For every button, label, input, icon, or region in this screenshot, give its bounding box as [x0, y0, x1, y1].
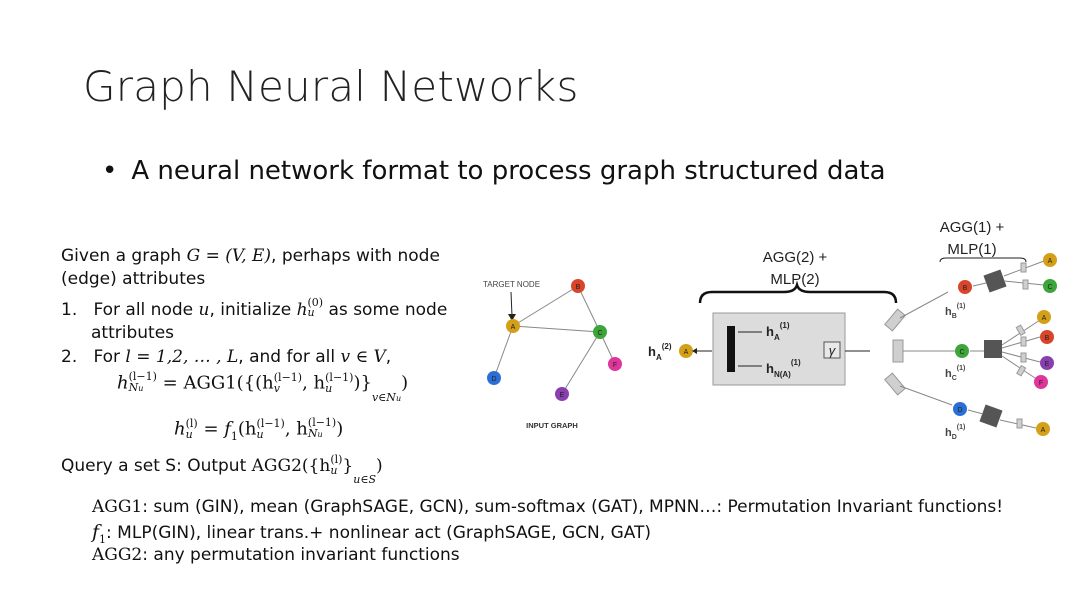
agg-square-b [983, 269, 1007, 293]
box-hn1-label: hN(A)(1) [766, 358, 801, 379]
hc1-label: hC(1) [945, 365, 965, 382]
step-1-cont: attributes [91, 323, 175, 343]
graph-node-f-label: F [613, 362, 617, 369]
input-graph-label: INPUT GRAPH [526, 421, 578, 430]
l1-node-b-label: B [963, 285, 968, 292]
query-line: Query a set S: Output AGG2({h(l)u}u∈S) [61, 453, 383, 486]
agg2-brace [698, 280, 898, 304]
equation-update: h(l)u = f1(h(l−1)u, h(l−1)Nu) [174, 416, 344, 443]
agg1-label-line1: AGG(1) + [940, 219, 1005, 236]
agg-square-c [984, 340, 1002, 358]
l1-node-d [953, 402, 967, 416]
agg-square-d [979, 404, 1003, 428]
given-graph-line-2: (edge) attributes [61, 269, 206, 289]
l1-c-neighbor-f: F [1039, 380, 1043, 387]
l1-c-neighbor-a: A [1042, 315, 1047, 322]
l1-b-neighbor-a: A [1048, 258, 1053, 265]
weight-blocks-level2 [884, 291, 955, 406]
l1-node-c-label: C [959, 349, 964, 356]
graph-node-e-label: E [560, 392, 565, 399]
graph-node-c [593, 325, 607, 339]
note-agg2: AGG2: any permutation invariant function… [92, 545, 460, 565]
graph-node-c-label: C [597, 330, 602, 337]
graph-node-e [555, 387, 569, 401]
step-1: 1. For all node u, initialize h(0)u as s… [61, 296, 448, 320]
graph-node-a-label: A [511, 324, 516, 331]
output-node-a-label: A [684, 349, 689, 356]
l1-c-neighbor-e: E [1045, 361, 1050, 368]
target-arrow-head [508, 314, 516, 321]
bullet-point: • A neural network format to process grap… [102, 156, 886, 186]
gamma-symbol: γ [829, 343, 837, 358]
l1-node-c [955, 344, 969, 358]
l1-node-b [958, 280, 972, 294]
equation-aggregate: h(l−1)Nu = AGG1({(h(l−1)v, h(l−1)u)}v∈Nu… [117, 370, 409, 404]
bullet-text: A neural network format to process graph… [131, 156, 886, 186]
box-ha1-label: hA(1) [766, 321, 790, 342]
graph-node-a [506, 319, 520, 333]
agg2-label-line1: AGG(2) + [763, 249, 828, 266]
note-f1: f1: MLP(GIN), linear trans.+ nonlinear a… [92, 521, 652, 546]
level1-branch-c: C A B E F hC(1) [945, 310, 1054, 389]
l1-node-d-label: D [957, 407, 962, 414]
agg2-label-line2: MLP(2) [770, 271, 819, 288]
level1-branch-d: D A hD(1) [945, 402, 1050, 441]
given-graph-line: Given a graph G = (V, E), perhaps with n… [61, 246, 440, 266]
slide-title: Graph Neural Networks [83, 62, 579, 111]
graph-node-d [487, 371, 501, 385]
agg1-brace [939, 257, 1027, 263]
output-node-a [679, 344, 693, 358]
input-graph: TARGET NODE A B C D E F INPUT GRAPH [483, 279, 622, 430]
graph-node-d-label: D [491, 376, 496, 383]
concat-bar [727, 326, 735, 372]
graph-node-b-label: B [576, 284, 581, 291]
l1-b-neighbor-c: C [1047, 284, 1052, 291]
ha2-label: hA(2) [648, 342, 672, 362]
level1-branch-b: B A C hB(1) [945, 253, 1057, 320]
gamma-box [823, 341, 841, 359]
agg1-label-line2: MLP(1) [947, 241, 996, 258]
graph-node-b [571, 279, 585, 293]
note-agg1: AGG1: sum (GIN), mean (GraphSAGE, GCN), … [92, 497, 1004, 517]
target-node-arrow [510, 291, 513, 317]
target-node-label: TARGET NODE [483, 280, 540, 289]
graph-node-f [608, 357, 622, 371]
l1-c-neighbor-b: B [1045, 335, 1050, 342]
hb1-label: hB(1) [945, 303, 965, 320]
hd1-label: hD(1) [945, 424, 965, 441]
bullet-dot: • [102, 156, 118, 186]
step-2: 2. For l = 1,2, … , L, and for all v ∈ V… [61, 347, 392, 367]
l1-d-neighbor-a: A [1041, 427, 1046, 434]
